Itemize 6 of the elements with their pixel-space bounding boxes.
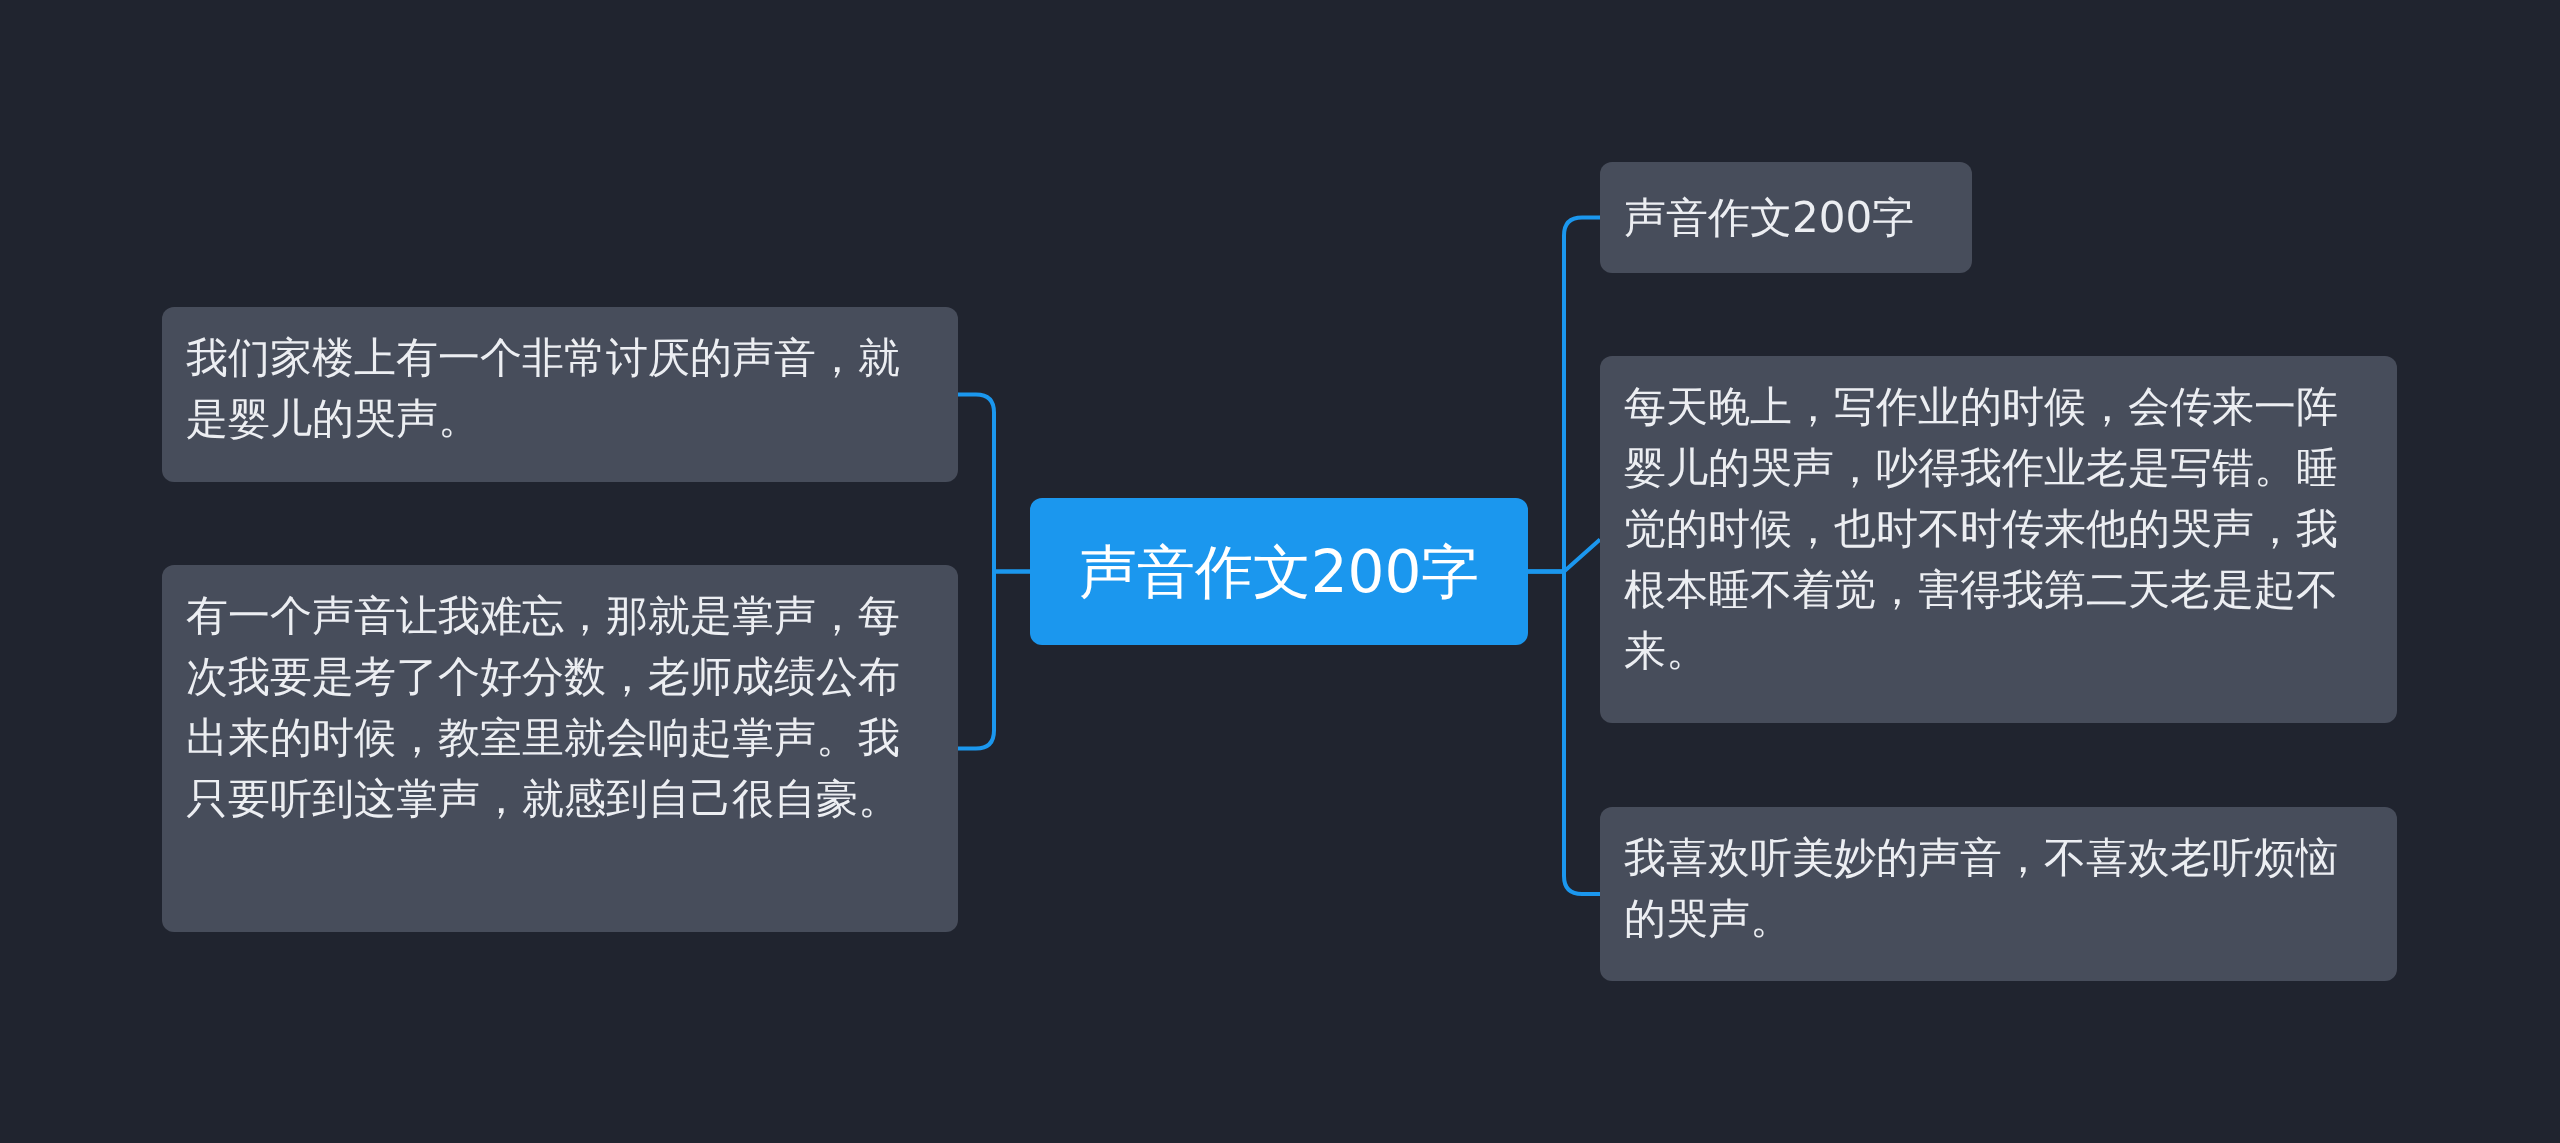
- topic-box: 声音作文200字: [1600, 162, 1972, 273]
- root-topic-box: 声音作文200字: [1030, 498, 1528, 645]
- topic-box: 我们家楼上有一个非常讨厌的声音，就是婴儿的哭声。: [162, 307, 958, 482]
- topic-box: 每天晚上，写作业的时候，会传来一阵婴儿的哭声，吵得我作业老是写错。睡觉的时候，也时不时传来他的哭声，我根本睡不着觉，害得我第二天老是起不来。: [1600, 356, 2397, 723]
- topic-box: 我喜欢听美妙的声音，不喜欢老听烦恼的哭声。: [1600, 807, 2397, 981]
- topic-box: 有一个声音让我难忘，那就是掌声，每次我要是考了个好分数，老师成绩公布出来的时候，教室里就会响起掌声。我只要听到这掌声，就感到自己很自豪。: [162, 565, 958, 932]
